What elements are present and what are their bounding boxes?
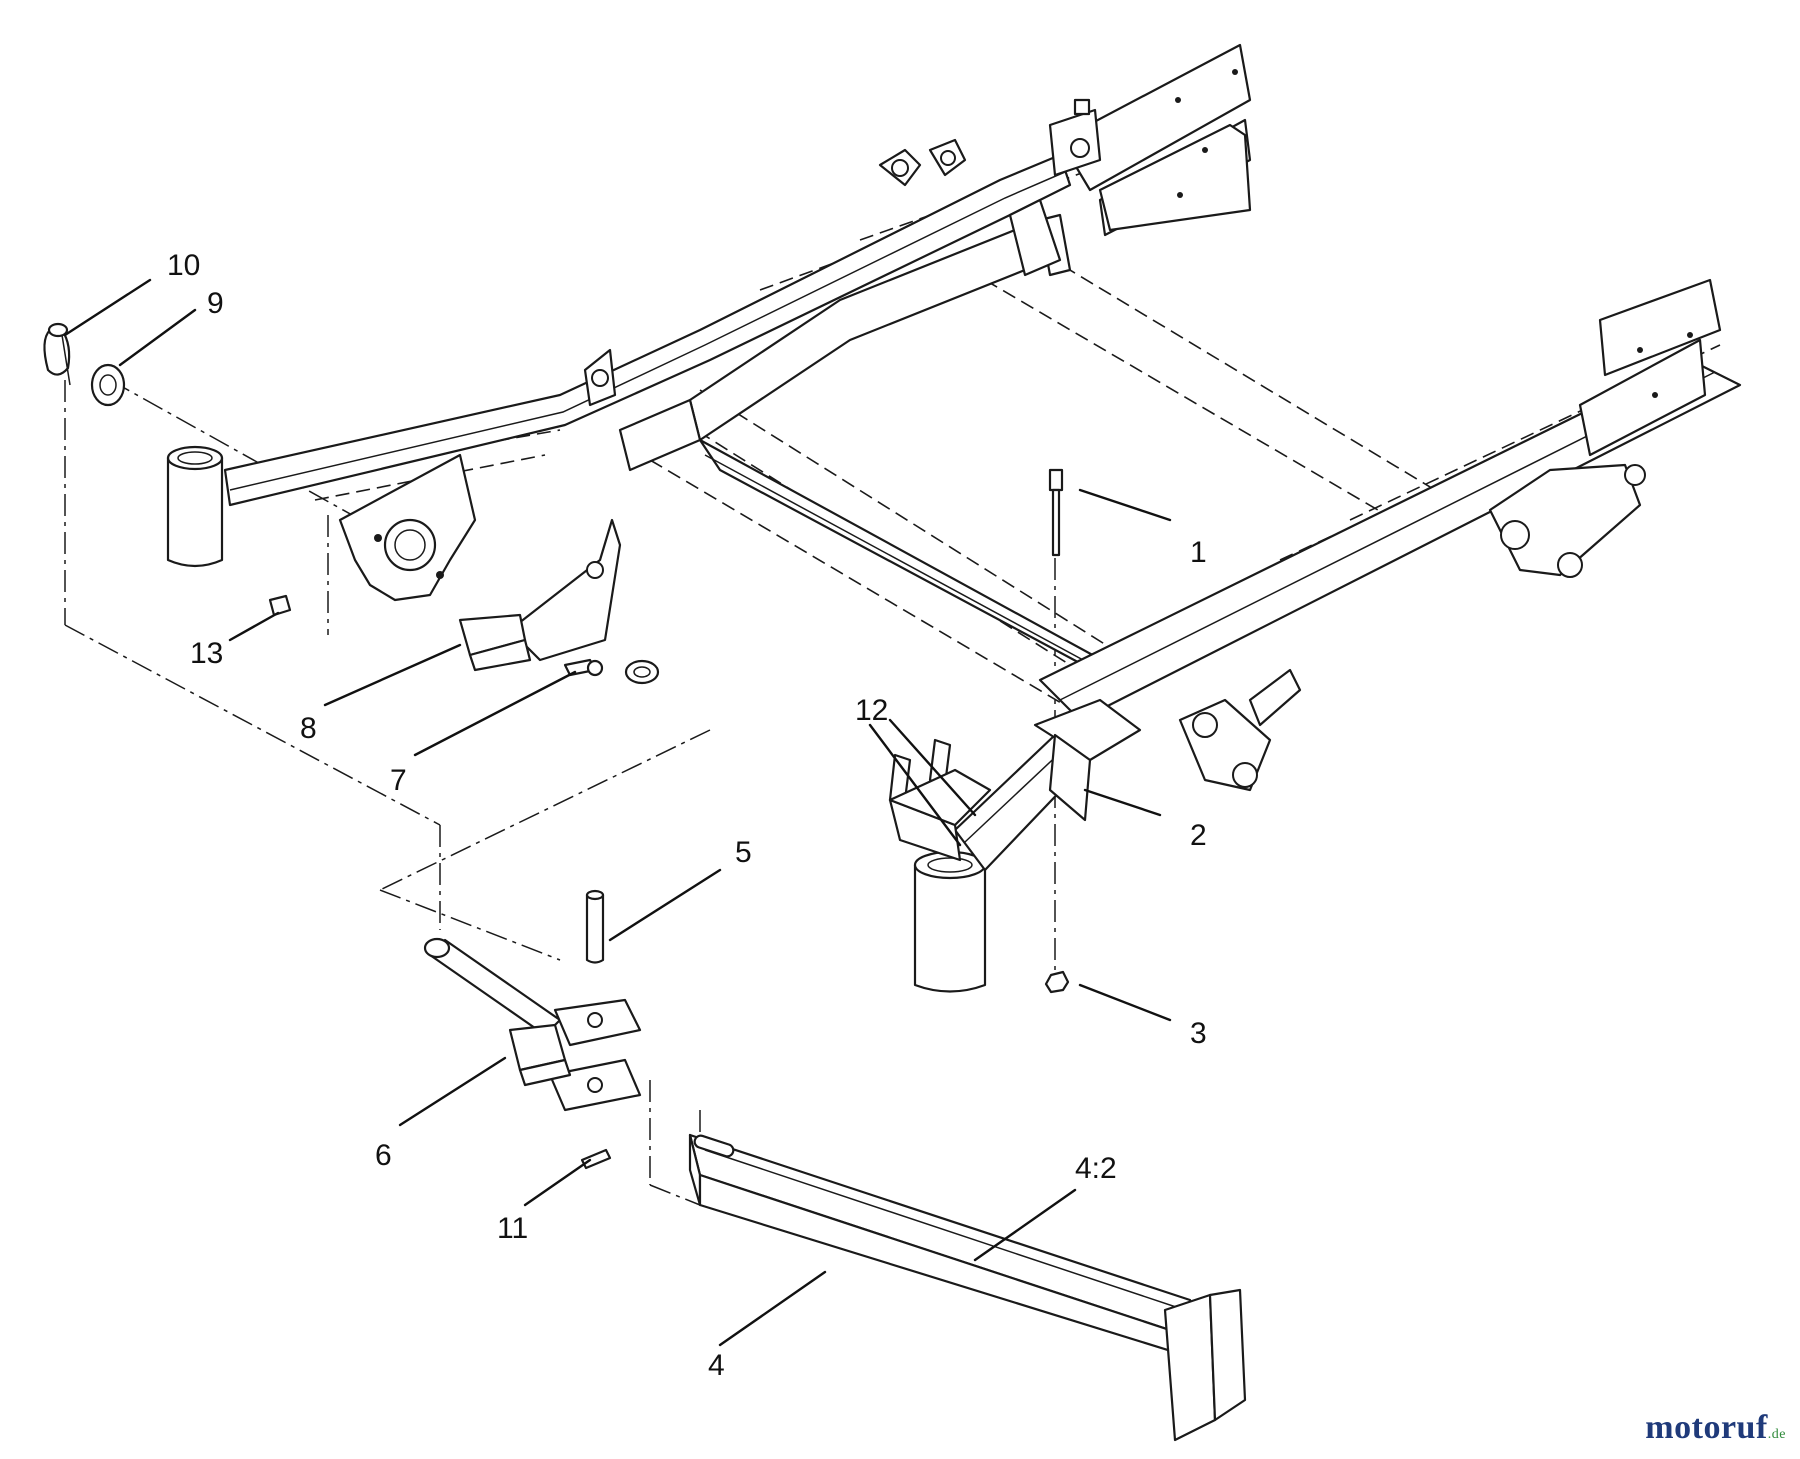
frame-left-rail [223,43,1252,507]
callout-3: 3 [1190,1017,1207,1050]
washer-part-9 [90,363,126,407]
callout-5: 5 [735,836,752,869]
leader-lines [63,278,1172,1347]
nut-part-3 [1044,970,1070,994]
callout-6: 6 [375,1139,392,1172]
callout-8: 8 [300,712,317,745]
callout-7: 7 [390,764,407,797]
right-pivot-arms [1178,463,1646,792]
callout-11: 11 [497,1212,528,1245]
frame-cross-member [618,213,1132,692]
callout-1: 1 [1190,536,1207,569]
clip-part-11 [580,1148,612,1170]
pin-part-5 [585,889,605,964]
watermark-domain: .de [1767,1427,1786,1442]
bolt-part-7 [563,658,660,685]
bolt-part-1 [1048,468,1064,557]
rail-brackets [583,138,1062,407]
latch-bracket-part-8 [458,518,622,672]
callout-10: 10 [167,249,200,282]
slide-tube-part-2 [953,698,1142,872]
support-arm-part-4 [688,1133,1247,1442]
left-pivot-tube [166,445,224,568]
callout-2: 2 [1190,819,1207,852]
callout-12: 12 [855,694,888,727]
pivot-arm-part-6 [423,937,642,1112]
watermark-text-moto: moto [1645,1409,1721,1446]
frame-right-rail [1038,278,1742,722]
right-pivot-tube [913,850,987,993]
callout-4: 4 [708,1349,725,1382]
watermark-text-ruf: ruf [1720,1409,1768,1446]
hitch-pin-part-10 [43,322,71,386]
watermark-logo: motoruf.de [1645,1409,1786,1447]
callout-9: 9 [207,287,224,320]
fork-bracket-part-12 [888,738,992,862]
left-pivot-plate [338,453,477,602]
nut-part-13 [268,594,292,617]
callout-labels: 1 2 3 4 4:2 5 6 7 8 9 10 11 12 13 [167,249,1207,1382]
callout-13: 13 [190,637,223,670]
callout-4-2: 4:2 [1075,1152,1117,1185]
